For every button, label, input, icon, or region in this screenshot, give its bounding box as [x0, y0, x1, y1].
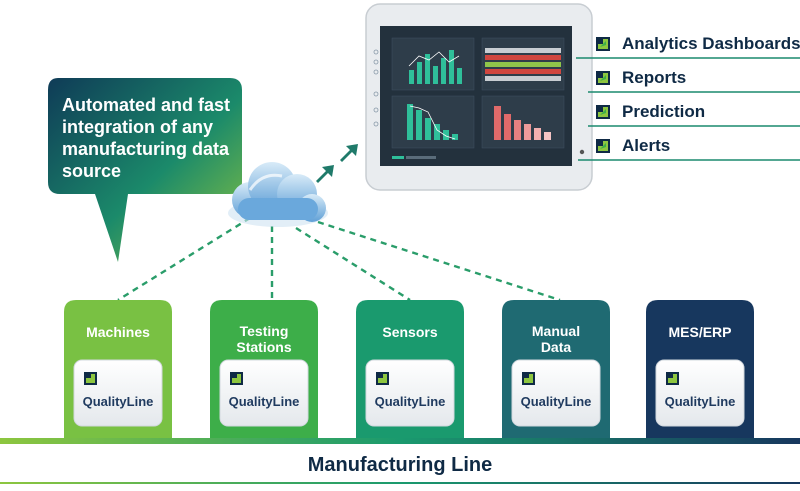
source-label-line: MES/ERP [668, 324, 732, 340]
double-arrow-icon [316, 144, 358, 183]
output-label-analytics-dashboards: Analytics Dashboards [622, 34, 800, 53]
qualityline-label: QualityLine [374, 394, 446, 409]
source-label-line: Data [540, 339, 572, 355]
qualityline-badge [219, 359, 309, 427]
source-label-line: Sensors [382, 324, 438, 340]
qualityline-label: QualityLine [228, 394, 300, 409]
callout-line: manufacturing data [62, 139, 230, 159]
output-label-reports: Reports [622, 68, 687, 87]
output-label-prediction: Prediction [622, 102, 706, 121]
qualityline-badge [655, 359, 745, 427]
callout-bubble [48, 78, 242, 262]
qualityline-badge [365, 359, 455, 427]
source-label-sensors: Sensors [355, 324, 465, 340]
qualityline-badge [511, 359, 601, 427]
source-label-mes-erp: MES/ERP [645, 324, 755, 340]
output-label-alerts: Alerts [622, 136, 671, 155]
callout-line: Automated and fast [62, 95, 231, 115]
arrow-up-right-icon [596, 105, 610, 119]
cloud-icon [228, 162, 328, 227]
arrow-up-right-icon [596, 37, 610, 51]
manufacturing-line-label: Manufacturing Line [307, 454, 493, 476]
callout-line: integration of any [62, 117, 214, 137]
source-label-manual-data: Manual Data [501, 323, 611, 355]
dashed-connectors [117, 216, 561, 302]
callout-text: Automated and fast integration of any ma… [62, 94, 252, 182]
qualityline-label: QualityLine [520, 394, 592, 409]
callout-line: source [62, 161, 122, 181]
manufacturing-line-bar [0, 438, 800, 444]
arrow-up-right-icon [596, 71, 610, 85]
qualityline-label: QualityLine [664, 394, 736, 409]
source-label-line: Manual [531, 323, 581, 339]
arrow-up-right-icon [596, 139, 610, 153]
source-label-line: Testing [239, 323, 289, 339]
tablet-device [365, 3, 593, 191]
qualityline-badge [73, 359, 163, 427]
manufacturing-line-underline [0, 482, 800, 484]
source-label-line: Stations [236, 339, 292, 355]
qualityline-label: QualityLine [82, 394, 154, 409]
source-label-line: Machines [86, 324, 150, 340]
source-label-machines: Machines [63, 324, 173, 340]
source-label-testing-stations: Testing Stations [209, 323, 319, 355]
output-lines [576, 57, 800, 161]
